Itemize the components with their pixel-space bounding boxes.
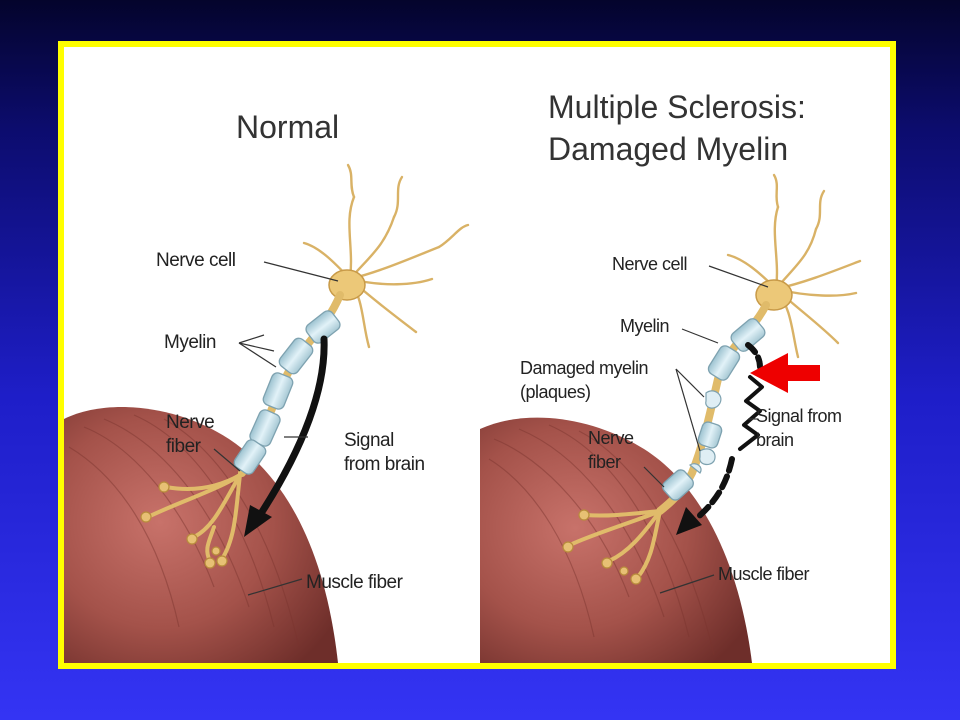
ms-signal-zigzag <box>738 375 764 451</box>
ms-leader-lines <box>643 265 769 594</box>
ms-myelin-segments <box>662 318 766 501</box>
nerve-diagram <box>64 163 862 663</box>
normal-title: Normal <box>236 109 340 145</box>
ms-label-nerve-cell: Nerve cell <box>612 254 688 274</box>
ms-label-signal-line2: brain <box>756 430 794 450</box>
normal-label-myelin: Myelin <box>164 332 216 353</box>
normal-label-signal-line2: from brain <box>344 454 425 475</box>
ms-signal-arrow-bottom <box>693 456 735 522</box>
ms-panel <box>480 173 862 663</box>
normal-nerve-cell-body <box>328 269 366 301</box>
normal-leader-lines <box>213 261 339 596</box>
normal-signal-arrow <box>256 335 328 519</box>
normal-label-muscle-fiber: Muscle fiber <box>306 572 403 593</box>
ms-muscle-fiber <box>480 417 752 663</box>
ms-signal-arrow-top <box>745 342 763 370</box>
normal-signal-arrowhead <box>244 505 272 537</box>
ms-label-damaged-myelin-line1: Damaged myelin <box>520 358 649 378</box>
normal-panel <box>64 163 470 663</box>
ms-title-line1: Multiple Sclerosis: <box>548 89 806 125</box>
normal-label-nerve-cell: Nerve cell <box>156 250 236 271</box>
normal-label-signal-line1: Signal <box>344 430 394 451</box>
red-pointer-arrow <box>750 353 820 393</box>
ms-label-signal-line1: Signal from <box>756 406 842 426</box>
ms-signal-arrowhead <box>676 507 702 535</box>
ms-damaged-myelin-plaques <box>688 390 722 474</box>
ms-label-damaged-myelin-line2: (plaques) <box>520 382 591 402</box>
ms-label-nerve-fiber-line2: fiber <box>588 452 621 472</box>
ms-muscle-striations <box>488 424 715 656</box>
ms-nerve-endings <box>568 509 662 579</box>
normal-myelin-segments <box>233 310 341 475</box>
diagram-frame: Normal Nerve cell Myelin Nerve fiber Sig… <box>58 41 896 669</box>
ms-title-line2: Damaged Myelin <box>548 131 789 167</box>
normal-label-nerve-fiber-line1: Nerve <box>166 412 215 433</box>
ms-label-nerve-fiber-line1: Nerve <box>588 428 634 448</box>
normal-nerve-terminals <box>140 481 228 569</box>
ms-label-myelin: Myelin <box>620 316 670 336</box>
normal-label-nerve-fiber-line2: fiber <box>166 436 201 457</box>
ms-label-muscle-fiber: Muscle fiber <box>718 564 810 584</box>
ms-nerve-terminals <box>562 509 642 585</box>
